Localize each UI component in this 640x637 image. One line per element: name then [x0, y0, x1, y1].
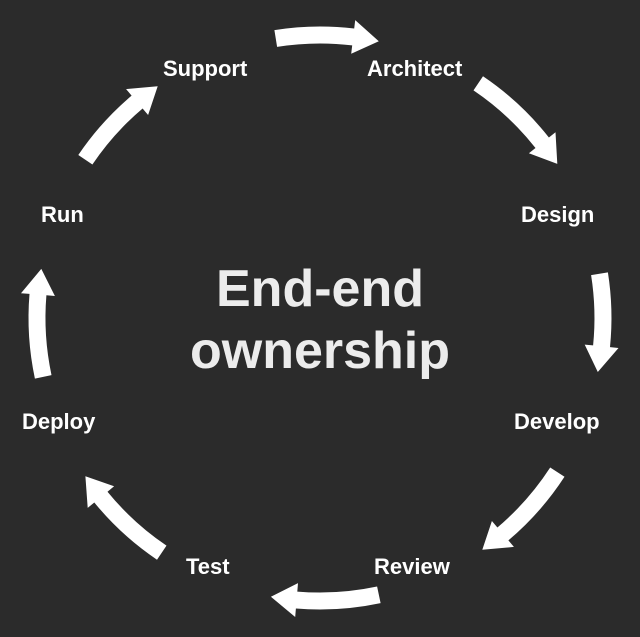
stage-label-deploy: Deploy [22, 409, 96, 434]
stage-label-support: Support [163, 56, 248, 81]
cycle-arrow-1 [274, 20, 379, 54]
stage-label-test: Test [186, 554, 230, 579]
stage-label-develop: Develop [514, 409, 600, 434]
cycle-arrow-8 [78, 86, 158, 165]
cycle-arrow-7 [21, 268, 55, 379]
stage-label-design: Design [521, 202, 595, 227]
cycle-arrow-6 [85, 476, 167, 560]
center-title-line-2: ownership [189, 322, 451, 380]
cycle-arrow-3 [584, 272, 619, 372]
stage-label-review: Review [374, 554, 450, 579]
cycle-arrow-4 [482, 467, 565, 550]
cycle-arrow-5 [270, 583, 381, 617]
stage-label-architect: Architect [367, 56, 463, 81]
stage-label-run: Run [41, 202, 84, 227]
cycle-arrow-2 [473, 76, 558, 164]
center-title: End-end ownership [120, 258, 520, 382]
center-title-line-1: End-end [216, 260, 424, 318]
